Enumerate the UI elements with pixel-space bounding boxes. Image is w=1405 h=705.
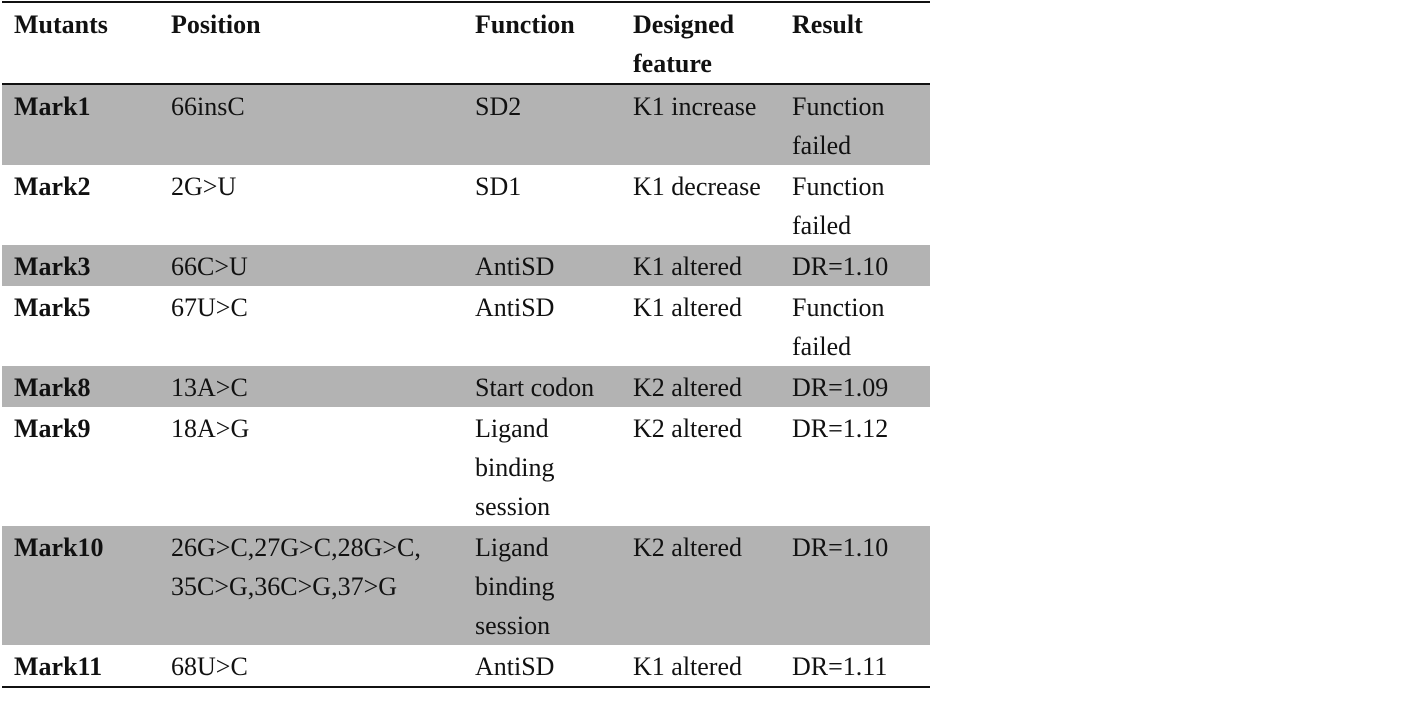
table-row: Mark2 2G>U SD1 K1 decrease Function failed (2, 165, 930, 245)
cell-function: AntiSD (475, 293, 555, 322)
cell-function: Ligand binding session (463, 526, 621, 645)
cell-function: SD1 (475, 172, 522, 201)
table-row: Mark9 18A>G Ligand binding session K2 alter… (2, 407, 930, 526)
cell-position: 66C>U (159, 245, 463, 286)
cell-designed-feature: K2 altered (633, 414, 743, 443)
cell-mutant: Mark11 (14, 652, 103, 681)
cell-designed-feature: K1 altered (621, 245, 780, 286)
cell-result: Function failed (792, 172, 885, 240)
cell-result: Function failed (780, 84, 930, 165)
cell-designed-feature: K1 decrease (633, 172, 761, 201)
cell-designed-feature: K1 altered (633, 293, 743, 322)
mutants-table: Mutants Position Function Designed featu… (2, 3, 930, 686)
cell-mutant: Mark3 (2, 245, 159, 286)
cell-result: DR=1.09 (780, 366, 930, 407)
cell-designed-feature: K2 altered (621, 366, 780, 407)
table-header: Mutants Position Function Designed featu… (2, 3, 930, 84)
cell-mutant: Mark8 (2, 366, 159, 407)
cell-designed-feature: K1 increase (621, 84, 780, 165)
cell-mutant: Mark5 (14, 293, 91, 322)
cell-position: 67U>C (171, 293, 248, 322)
cell-position: 68U>C (171, 652, 248, 681)
cell-result: Function failed (792, 293, 885, 361)
cell-result: DR=1.10 (780, 526, 930, 645)
cell-result: DR=1.12 (792, 414, 889, 443)
cell-function: AntiSD (475, 652, 555, 681)
cell-designed-feature: K2 altered (621, 526, 780, 645)
cell-mutant: Mark1 (2, 84, 159, 165)
header-result: Result (792, 10, 863, 39)
table-row: Mark5 67U>C AntiSD K1 altered Function faile… (2, 286, 930, 366)
header-mutants: Mutants (14, 10, 108, 39)
cell-position: 66insC (159, 84, 463, 165)
cell-function: Start codon (463, 366, 621, 407)
mutants-table-container: Mutants Position Function Designed featu… (2, 1, 930, 688)
cell-result: DR=1.11 (792, 652, 888, 681)
cell-position: 2G>U (171, 172, 237, 201)
cell-result: DR=1.10 (780, 245, 930, 286)
cell-function: SD2 (463, 84, 621, 165)
cell-mutant: Mark10 (2, 526, 159, 645)
cell-position: 26G>C,27G>C,28G>C,35C>G,36C>G,37>G (159, 526, 463, 645)
cell-position: 18A>G (171, 414, 250, 443)
cell-function: AntiSD (463, 245, 621, 286)
header-function: Function (475, 10, 575, 39)
header-position: Position (171, 10, 261, 39)
cell-mutant: Mark2 (14, 172, 91, 201)
cell-position: 13A>C (159, 366, 463, 407)
header-designed-feature: Designed feature (633, 10, 735, 78)
header-row: Mutants Position Function Designed featu… (2, 3, 930, 84)
cell-mutant: Mark9 (14, 414, 91, 443)
cell-designed-feature: K1 altered (633, 652, 743, 681)
cell-function: Ligand binding session (475, 414, 555, 521)
table-row: Mark11 68U>C AntiSD K1 altered DR=1.11 (2, 645, 930, 686)
